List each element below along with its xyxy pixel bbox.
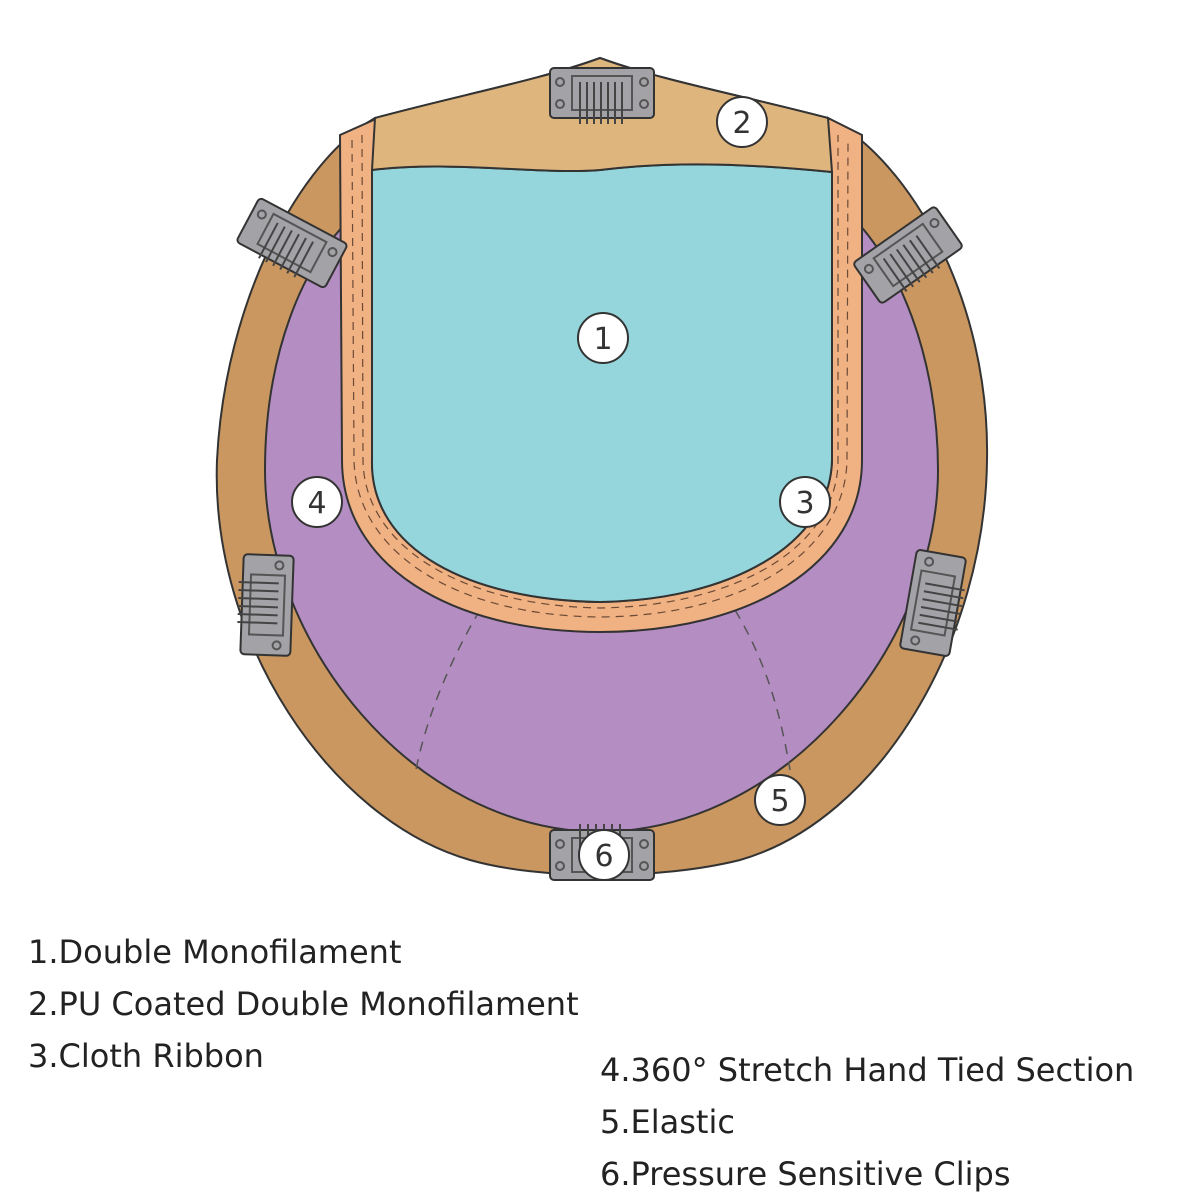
legend-item-3: 3.Cloth Ribbon — [28, 1030, 579, 1082]
marker-2: 2 — [716, 96, 768, 148]
svg-text:4: 4 — [307, 486, 326, 521]
legend-item-1: 1.Double Monofilament — [28, 926, 579, 978]
svg-text:5: 5 — [770, 784, 789, 819]
legend-left: 1.Double Monofilament 2.PU Coated Double… — [28, 926, 579, 1082]
monofilament-area — [370, 163, 833, 604]
clip-upper-right — [853, 206, 963, 304]
clip-upper-left — [236, 197, 348, 289]
svg-text:6: 6 — [594, 839, 613, 874]
legend-right: 4. 360° Stretch Hand Tied Section 5. Ela… — [600, 1044, 1134, 1200]
marker-6: 6 — [578, 829, 630, 881]
ribbon-stitch-inner — [361, 134, 839, 609]
seam-line-left — [414, 609, 481, 776]
legend-label: 360° Stretch Hand Tied Section — [630, 1051, 1135, 1089]
legend-num: 3. — [28, 1037, 59, 1075]
legend-item-2: 2.PU Coated Double Monofilament — [28, 978, 579, 1030]
legend-item-5: 5. Elastic — [600, 1096, 1134, 1148]
legend-num: 1. — [28, 933, 59, 971]
marker-1: 1 — [577, 312, 629, 364]
legend-item-6: 6. Pressure Sensitive Clips — [600, 1148, 1134, 1200]
legend-label: Elastic — [630, 1103, 735, 1141]
legend-num: 5. — [600, 1103, 631, 1141]
wig-cap-diagram: 1 2 3 4 5 6 — [215, 56, 989, 881]
legend-num: 4. — [600, 1051, 631, 1089]
svg-text:2: 2 — [732, 106, 751, 141]
svg-text:1: 1 — [593, 322, 612, 357]
legend-item-4: 4. 360° Stretch Hand Tied Section — [600, 1044, 1134, 1096]
marker-5: 5 — [754, 774, 806, 826]
ribbon-stitch-outer — [351, 139, 849, 618]
legend-label: Cloth Ribbon — [58, 1037, 264, 1075]
legend-num: 2. — [28, 985, 59, 1023]
legend-num: 6. — [600, 1155, 631, 1193]
clip-lower-left — [237, 553, 295, 657]
clip-lower-right — [899, 549, 967, 657]
svg-text:3: 3 — [795, 486, 814, 521]
legend-label: Pressure Sensitive Clips — [630, 1155, 1011, 1193]
marker-3: 3 — [779, 476, 831, 528]
marker-4: 4 — [291, 476, 343, 528]
seam-line-right — [734, 609, 791, 771]
legend-label: PU Coated Double Monofilament — [58, 985, 579, 1023]
legend-label: Double Monofilament — [58, 933, 402, 971]
clip-top — [549, 67, 655, 124]
